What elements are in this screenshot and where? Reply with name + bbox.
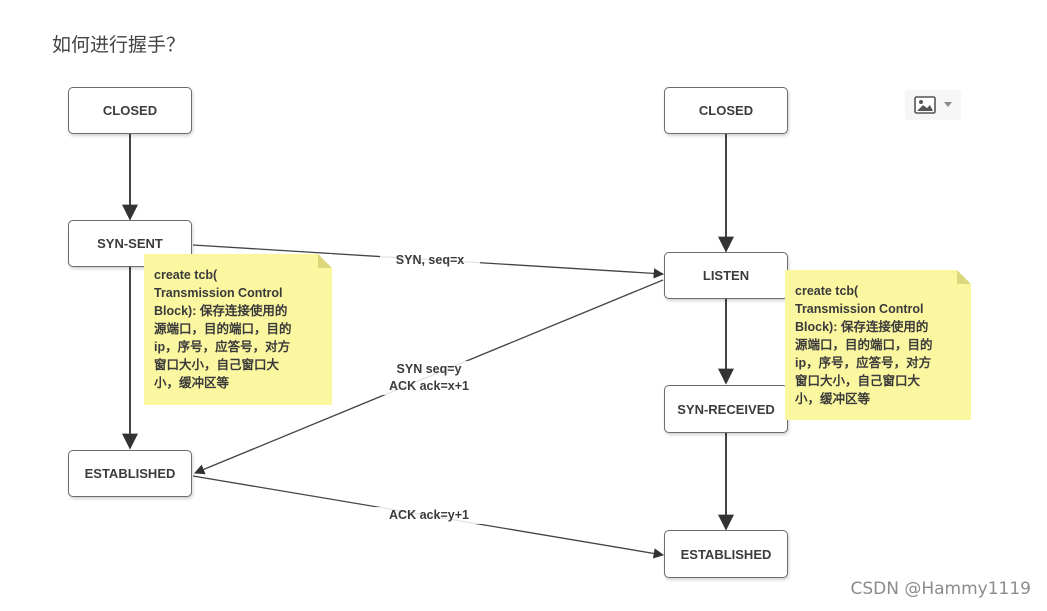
server-closed-node: CLOSED [664, 87, 788, 134]
server-established-node: ESTABLISHED [664, 530, 788, 578]
client-note-fold [318, 254, 332, 268]
syn-ack-message-label: SYN seq=y ACK ack=x+1 [374, 361, 484, 395]
image-toolbar-button[interactable] [905, 90, 961, 120]
watermark: CSDN @Hammy1119 [850, 579, 1031, 599]
client-closed-node: CLOSED [68, 87, 192, 134]
client-tcb-note: create tcb( Transmission Control Block):… [144, 254, 332, 405]
client-established-node: ESTABLISHED [68, 450, 192, 497]
server-tcb-note: create tcb( Transmission Control Block):… [785, 270, 971, 420]
server-note-fold [957, 270, 971, 284]
ack-message-label: ACK ack=y+1 [374, 507, 484, 524]
caret-down-icon [944, 102, 952, 107]
syn-message-label: SYN, seq=x [380, 252, 480, 269]
server-syn-received-node: SYN-RECEIVED [664, 385, 788, 433]
image-icon [914, 96, 936, 114]
server-listen-node: LISTEN [664, 252, 788, 299]
page-title: 如何进行握手？ [52, 34, 186, 56]
